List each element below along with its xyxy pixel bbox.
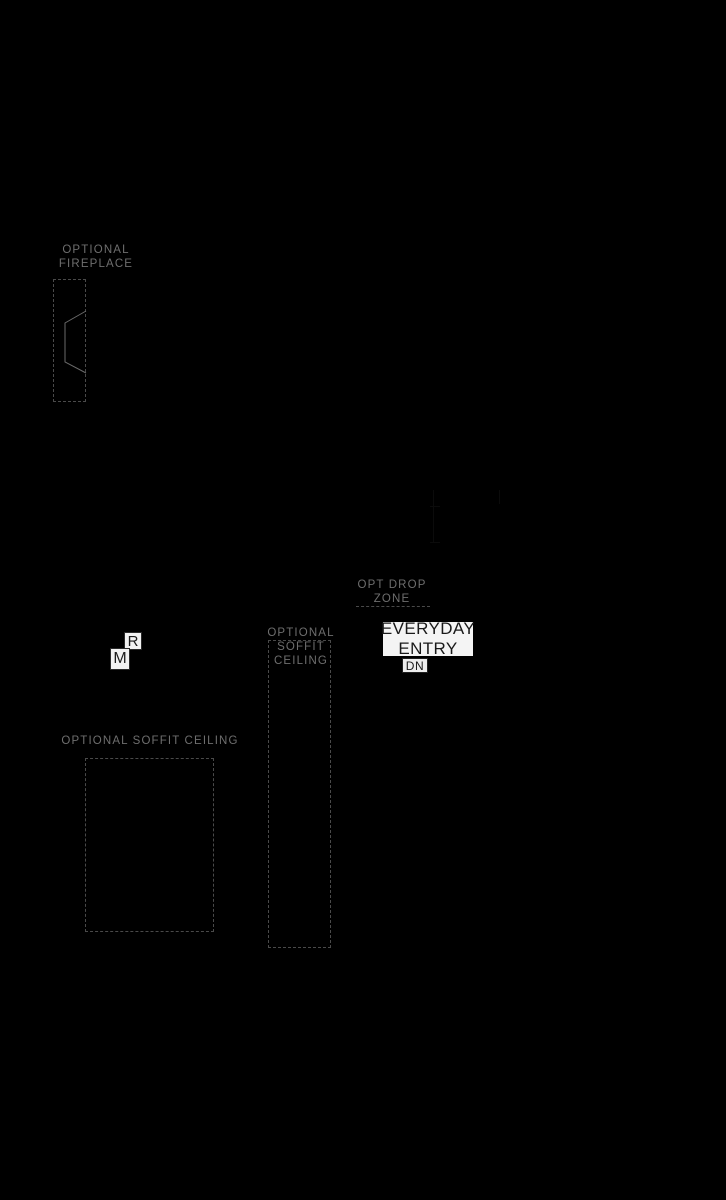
- optional-region-fireplace-bump-out: [53, 279, 86, 402]
- microwave-tag: M: [110, 648, 130, 670]
- room-label-line-2: ENTRY: [398, 639, 458, 658]
- faint-wall-vertical-right: [499, 490, 500, 504]
- faint-wall-vertical-left: [433, 490, 434, 508]
- optional-region-soffit-ceiling-narrow: [268, 640, 331, 948]
- room-label-line-1: EVERYDAY: [380, 619, 476, 638]
- faint-wall-tick-lower: [430, 542, 440, 543]
- drop-zone-leader-line: [356, 606, 430, 607]
- faint-wall-tick-upper: [430, 506, 440, 507]
- refrigerator-tag: R: [124, 632, 142, 650]
- annotation-optional-soffit-ceiling-wide: OPTIONAL SOFFIT CEILING: [61, 735, 239, 747]
- fireplace-hearth-icon: [53, 306, 89, 376]
- annotation-opt-drop-zone: OPT DROP ZONE: [357, 579, 427, 605]
- faint-wall-jamb: [433, 508, 434, 542]
- room-label-everyday-entry: EVERYDAY ENTRY: [380, 619, 476, 658]
- stair-direction-down-tag: DN: [402, 658, 428, 673]
- annotation-optional-fireplace: OPTIONAL FIREPLACE: [58, 244, 134, 270]
- optional-region-soffit-ceiling-wide: [85, 758, 214, 932]
